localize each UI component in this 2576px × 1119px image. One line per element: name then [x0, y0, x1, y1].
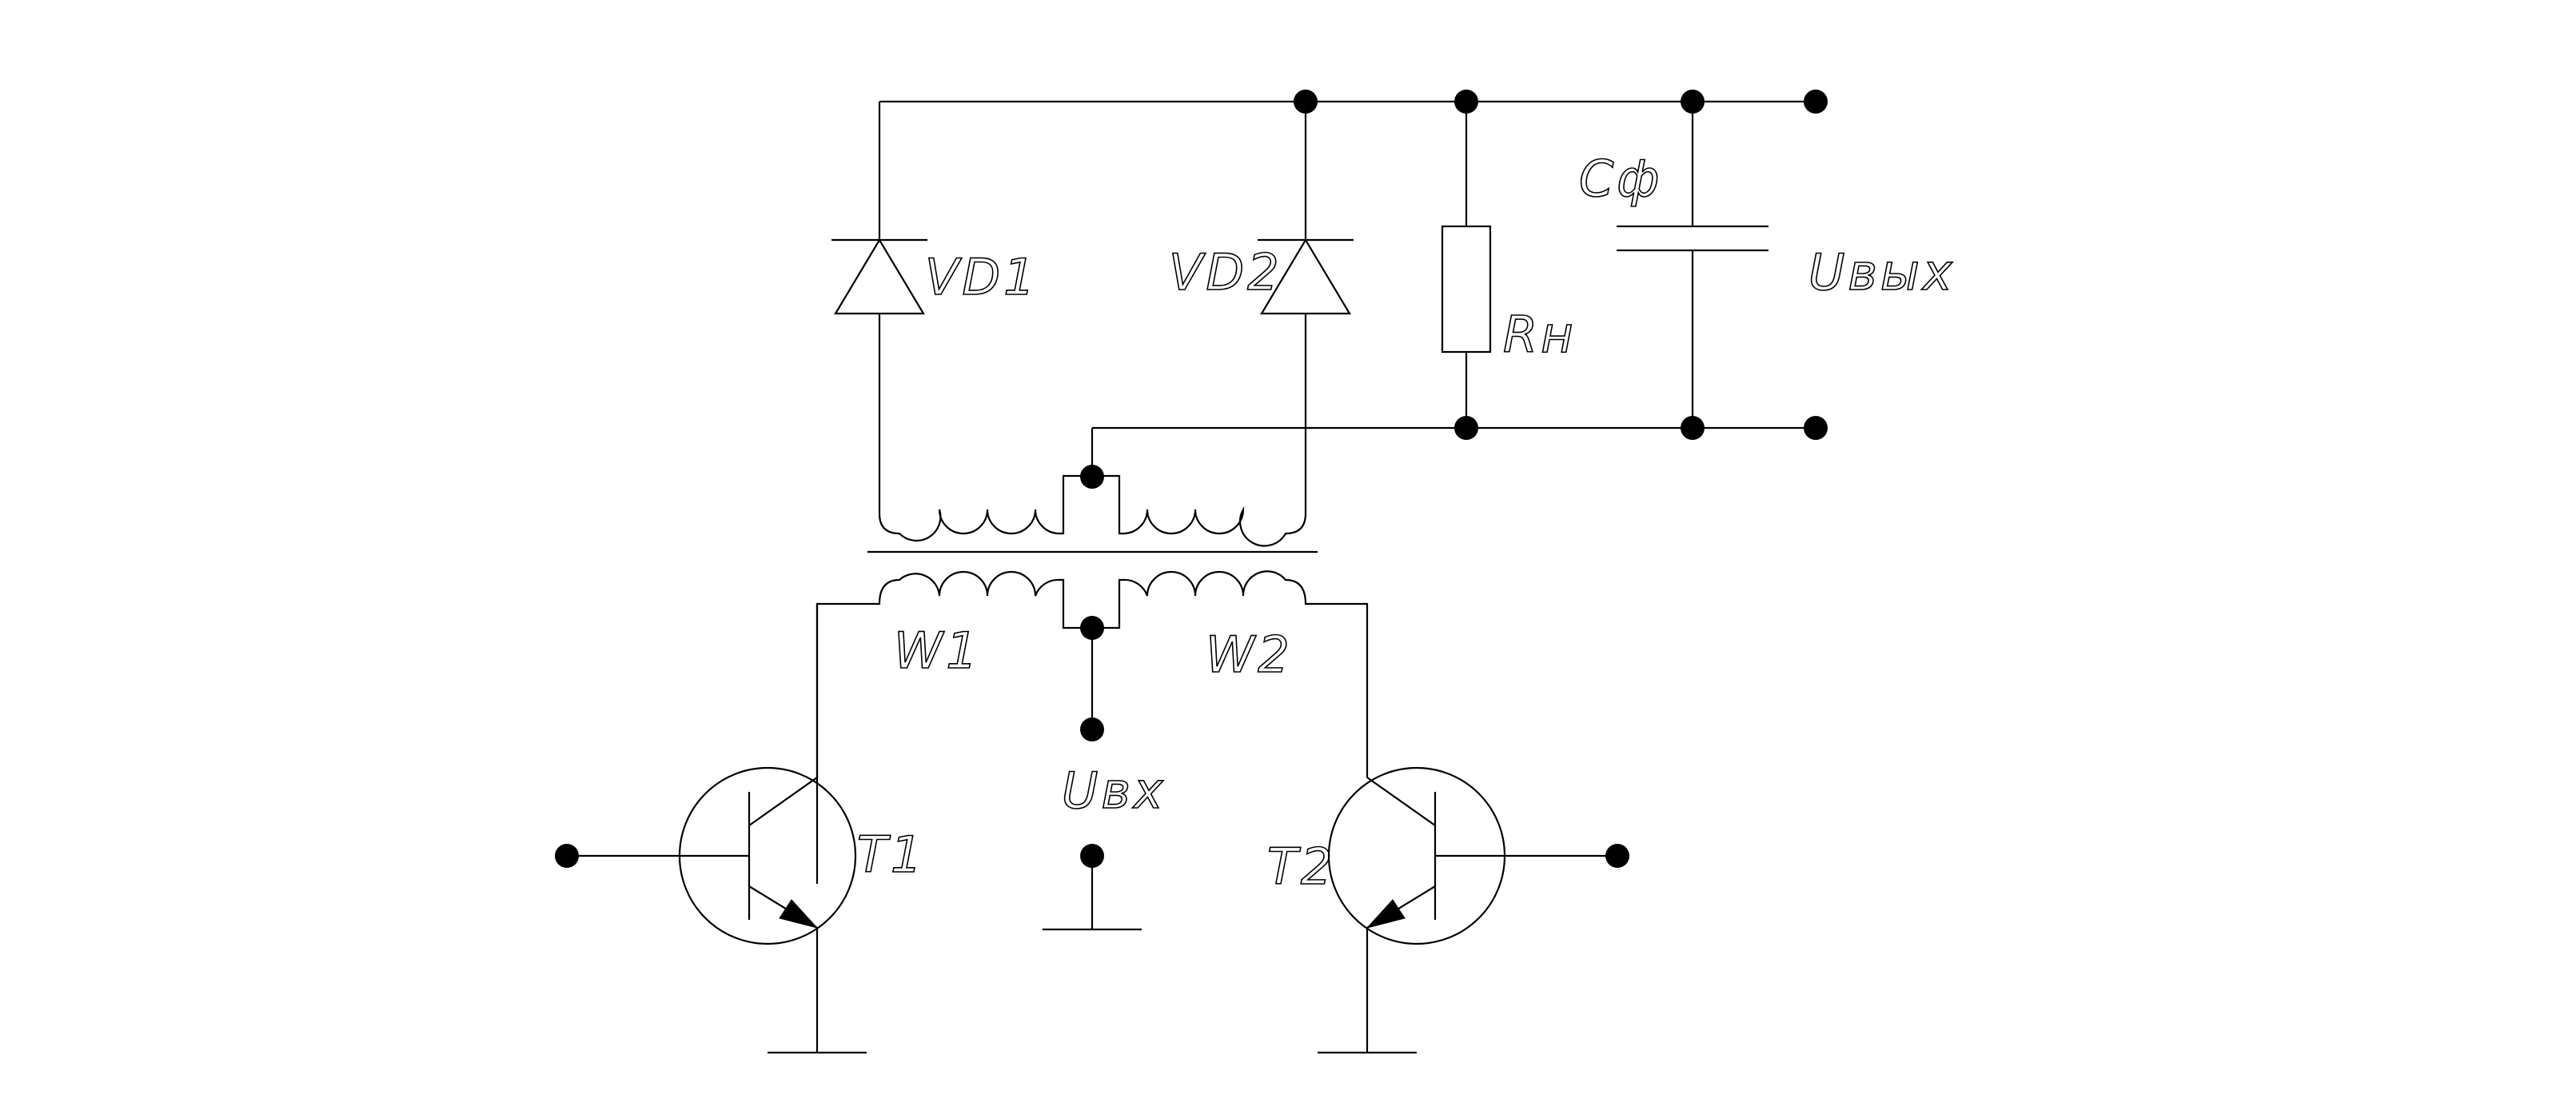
- junction-nodes: [555, 90, 1828, 868]
- transistor-t1: [567, 604, 867, 1054]
- label-uout: Uвых: [1808, 243, 1956, 302]
- node-bottom-rn: [1454, 416, 1478, 440]
- label-w1: W1: [894, 621, 981, 680]
- input-ground: [1043, 856, 1142, 931]
- node-secondary-center-tap: [1080, 465, 1104, 489]
- label-t1: T1: [857, 825, 925, 884]
- terminal-t1-base: [555, 844, 579, 868]
- diode-vd1: [831, 102, 927, 514]
- resistor-rn: [1441, 102, 1492, 428]
- terminal-input-positive: [1080, 717, 1104, 741]
- transformer-primary-winding: [815, 570, 1369, 884]
- label-rn: Rн: [1503, 306, 1577, 364]
- label-uin: Uвх: [1062, 761, 1166, 820]
- terminal-output-negative: [1804, 416, 1828, 440]
- node-top-rn: [1454, 90, 1478, 114]
- node-top-cf: [1681, 90, 1705, 114]
- node-top-vd2: [1294, 90, 1318, 114]
- terminal-output-positive: [1804, 90, 1828, 114]
- label-vd2: VD2: [1169, 243, 1282, 302]
- label-cf: Cф: [1579, 150, 1662, 208]
- label-vd1: VD1: [925, 248, 1039, 306]
- diode-vd2: [1258, 102, 1354, 514]
- label-w2: W2: [1206, 625, 1293, 684]
- terminal-input-negative: [1080, 844, 1104, 868]
- terminal-t2-base: [1605, 844, 1629, 868]
- node-primary-center-tap: [1080, 616, 1104, 640]
- label-t2: T2: [1267, 837, 1335, 896]
- node-bottom-cf: [1681, 416, 1705, 440]
- transistor-t2: [1318, 766, 1617, 1054]
- capacitor-cf: [1617, 102, 1769, 428]
